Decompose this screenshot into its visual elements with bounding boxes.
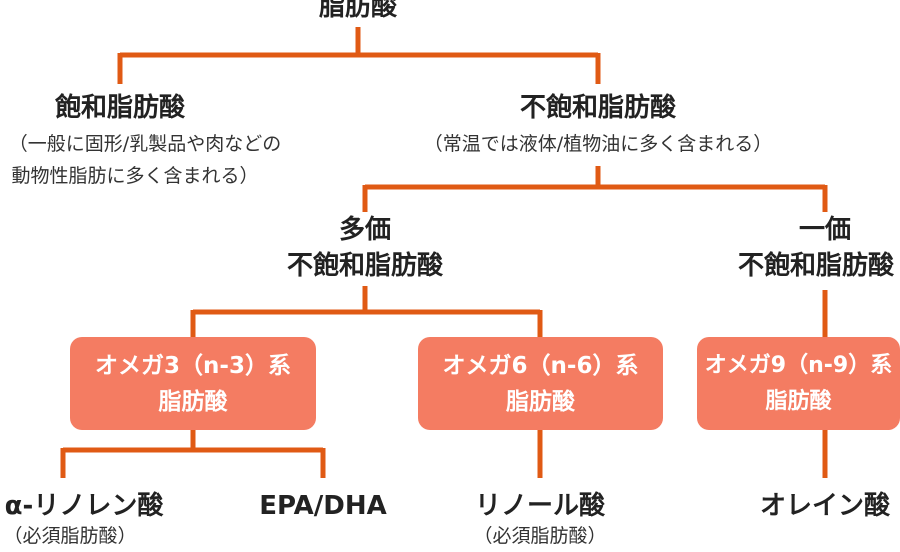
connector-lines bbox=[60, 27, 828, 478]
unsaturated-note: （常温では液体/植物油に多く含まれる） bbox=[423, 133, 773, 155]
box-omega6-line2: 脂肪酸 bbox=[506, 388, 575, 415]
root-node-fatty-acid: 脂肪酸 bbox=[318, 0, 398, 22]
box-omega9-line2: 脂肪酸 bbox=[765, 388, 832, 414]
node-unsaturated-fatty-acid: 不飽和脂肪酸 bbox=[519, 93, 677, 123]
leaf-epa-dha: EPA/DHA bbox=[259, 491, 387, 521]
box-omega6: オメガ6（n-6）系 脂肪酸 bbox=[418, 337, 663, 430]
box-omega3: オメガ3（n-3）系 脂肪酸 bbox=[70, 337, 316, 430]
saturated-note-line1: （一般に固形/乳製品や肉などの bbox=[8, 133, 282, 155]
leaf-linoleic-acid: リノール酸 bbox=[474, 491, 606, 521]
saturated-note-line2: 動物性脂肪に多く含まれる） bbox=[11, 165, 259, 187]
box-omega6-line1: オメガ6（n-6）系 bbox=[442, 352, 639, 379]
box-omega9-line1: オメガ9（n-9）系 bbox=[704, 352, 893, 378]
leaf-alpha-linolenic-acid: α-リノレン酸 bbox=[4, 491, 164, 521]
node-monounsaturated-line1: 一価 bbox=[798, 215, 852, 245]
node-monounsaturated-line2: 不飽和脂肪酸 bbox=[737, 251, 895, 281]
node-polyunsaturated-line1: 多価 bbox=[338, 215, 392, 245]
leaf-alpha-linolenic-note: （必須脂肪酸） bbox=[3, 525, 137, 547]
box-omega3-line2: 脂肪酸 bbox=[158, 388, 228, 415]
node-saturated-fatty-acid: 飽和脂肪酸 bbox=[54, 93, 186, 123]
box-omega9: オメガ9（n-9）系 脂肪酸 bbox=[697, 337, 900, 430]
box-omega3-line1: オメガ3（n-3）系 bbox=[95, 352, 291, 379]
node-polyunsaturated-line2: 不飽和脂肪酸 bbox=[286, 251, 444, 281]
leaf-linoleic-note: （必須脂肪酸） bbox=[473, 525, 607, 547]
leaf-oleic-acid: オレイン酸 bbox=[759, 491, 891, 521]
